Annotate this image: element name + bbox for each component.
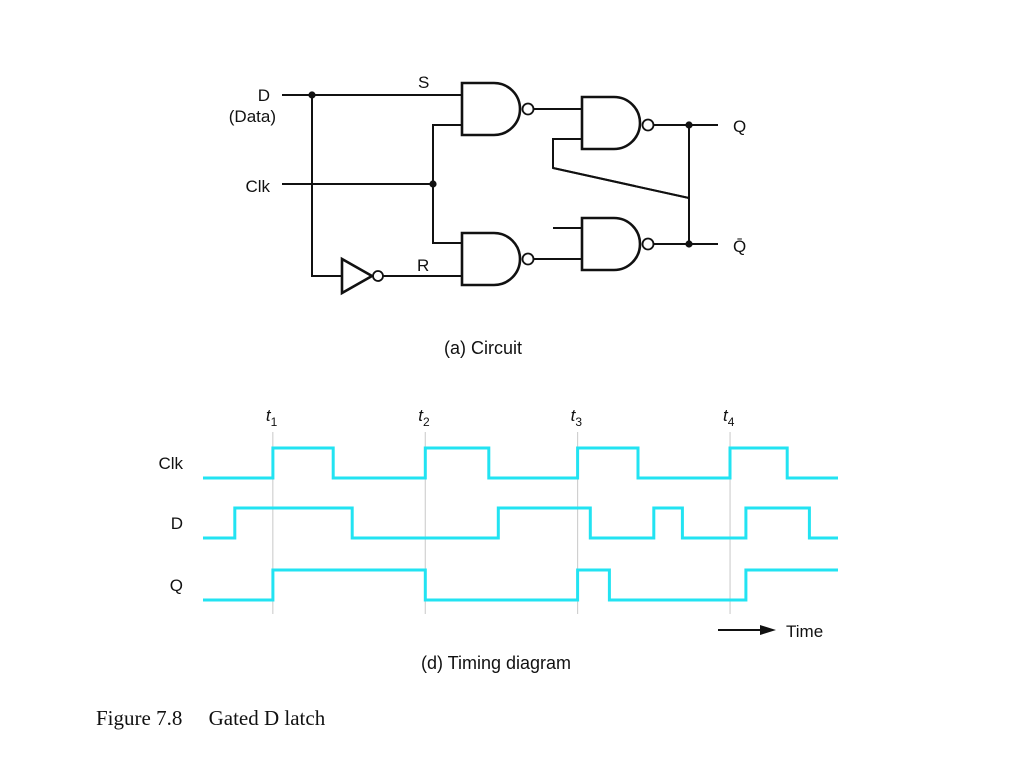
signal-label-q: Q — [170, 576, 183, 595]
nand-s-bubble — [521, 102, 535, 116]
signal-s-label: S — [418, 73, 429, 92]
time-marker-label-3: t3 — [571, 406, 583, 429]
signal-trace-q — [203, 568, 838, 602]
nand-gate-s — [460, 81, 522, 137]
signal-label-d: D — [171, 514, 183, 533]
signal-label-clk: Clk — [158, 454, 183, 473]
circuit-diagram: D (Data) Clk S R — [229, 73, 746, 358]
wire-clk-to-r-gate — [432, 184, 462, 244]
timing-caption: (d) Timing diagram — [421, 653, 571, 673]
time-arrow-head — [760, 625, 776, 635]
time-marker-label-4: t4 — [723, 406, 735, 429]
latch-top-bubble — [641, 118, 655, 132]
output-q-label: Q — [733, 117, 746, 136]
time-marker-label-1: t1 — [266, 406, 278, 429]
time-marker-label-2: t2 — [418, 406, 430, 429]
signal-r-label: R — [417, 256, 429, 275]
inverter-bubble — [372, 270, 384, 282]
inverter-gate — [340, 256, 375, 296]
wire-clk-to-s-gate — [432, 124, 462, 184]
nand-gate-latch-bottom — [580, 216, 642, 272]
wire-feedback-qbar — [552, 167, 690, 244]
time-axis-label: Time — [786, 622, 823, 641]
output-qbar-label: Q̄ — [733, 237, 746, 256]
wire-d-to-inverter — [311, 95, 342, 277]
input-clk-label: Clk — [245, 177, 270, 196]
input-d-label: D — [258, 86, 270, 105]
nand-gate-latch-top — [580, 95, 642, 151]
latch-bottom-bubble — [641, 237, 655, 251]
signal-trace-d — [203, 506, 838, 540]
nand-gate-r — [460, 231, 522, 287]
signal-traces — [203, 446, 838, 602]
circuit-caption: (a) Circuit — [444, 338, 522, 358]
time-markers: t1 t2 t3 t4 — [266, 406, 735, 614]
signal-trace-clk — [203, 446, 838, 480]
figure-caption: Figure 7.8 Gated D latch — [96, 706, 326, 730]
nand-r-bubble — [521, 252, 535, 266]
input-data-label: (Data) — [229, 107, 276, 126]
